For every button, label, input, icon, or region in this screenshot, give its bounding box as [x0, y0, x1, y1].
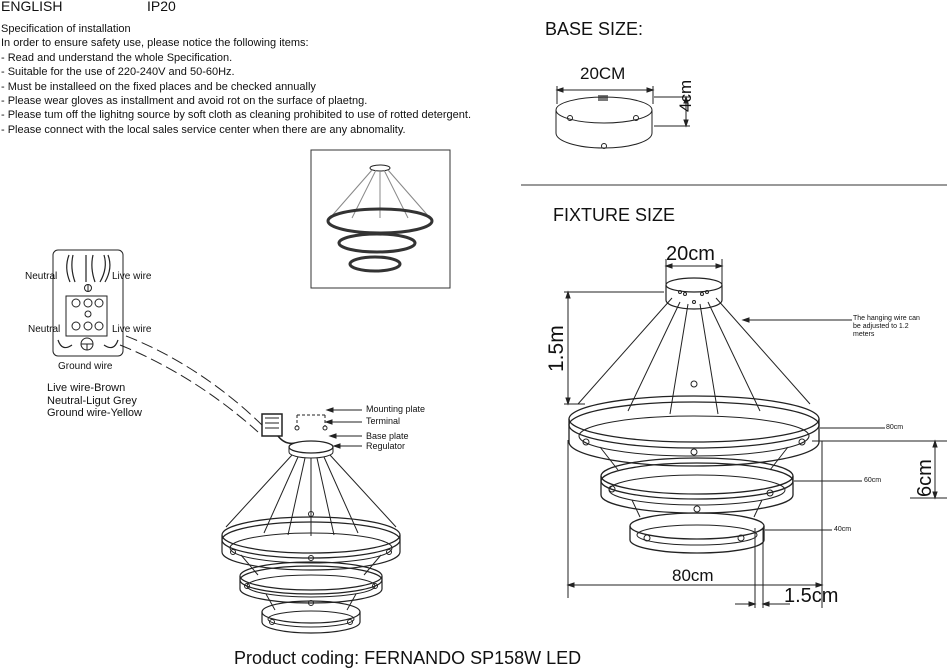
spec-block: Specification of installation In order t… [1, 22, 471, 137]
spec-item: - Must be installeed on the fixed places… [1, 80, 316, 93]
live-label-top: Live wire [112, 271, 152, 282]
base-height: 4cm [676, 79, 695, 112]
legend-ground: Ground wire-Yellow [47, 407, 142, 419]
base-plate-label: Base plate [366, 431, 409, 441]
mounting-plate-label: Mounting plate [366, 404, 426, 414]
fixture-drawing [564, 259, 947, 608]
ring-height-label: 6cm [914, 459, 936, 497]
legend-neutral: Neutral-Ligut Grey [47, 394, 137, 407]
fixture-top-diameter: 20cm [666, 243, 715, 265]
base-size-title: BASE SIZE: [545, 19, 644, 39]
spec-item: - Suitable for the use of 220-240V and 5… [1, 66, 235, 79]
assembly-drawing [221, 407, 401, 634]
connection-wires [125, 335, 266, 429]
spec-title: Specification of installation [1, 23, 131, 35]
legend-live: Live wire-Brown [47, 382, 126, 394]
fixture-size-title: FIXTURE SIZE [553, 205, 676, 225]
fixture-width-label: 80cm [672, 566, 714, 585]
ground-label: Ground wire [58, 361, 113, 372]
ring-thickness-label: 1.5cm [784, 585, 839, 607]
ring-large-label: 80cm [886, 424, 904, 431]
base-drawing [555, 86, 690, 149]
product-coding: Product coding: FERNANDO SP158W LED [234, 648, 582, 668]
spec-item: - Please wear gloves as installment and … [1, 95, 368, 108]
ring-mid-label: 60cm [864, 477, 882, 484]
hanging-wire-note: The hanging wire can be adjusted to 1.2 … [853, 315, 920, 339]
regulator-label: Regulator [366, 441, 406, 451]
spec-item: - Please connect with the local sales se… [1, 123, 406, 136]
note-line: be adjusted to 1.2 [853, 323, 909, 330]
neutral-label-top: Neutral [25, 271, 58, 282]
terminal-label: Terminal [366, 416, 401, 426]
note-line: meters [853, 331, 875, 338]
live-label-bottom: Live wire [112, 324, 152, 335]
neutral-label-bottom: Neutral [28, 324, 61, 335]
note-line: The hanging wire can [853, 315, 920, 322]
wiring-terminal [52, 249, 124, 357]
spec-intro: In order to ensure safety use, please no… [1, 37, 309, 50]
spec-item: - Read and understand the whole Specific… [1, 51, 233, 64]
spec-item: - Please tum off the lighitng source by … [1, 109, 472, 122]
ip-rating: IP20 [147, 0, 176, 14]
wire-color-legend: Live wire-Brown Neutral-Ligut Grey Groun… [47, 382, 142, 420]
ring-small-label: 40cm [834, 526, 852, 533]
language-label: ENGLISH [1, 0, 63, 14]
hang-length: 1.5m [545, 325, 568, 372]
base-diameter: 20CM [580, 64, 626, 83]
product-photo [310, 149, 451, 289]
